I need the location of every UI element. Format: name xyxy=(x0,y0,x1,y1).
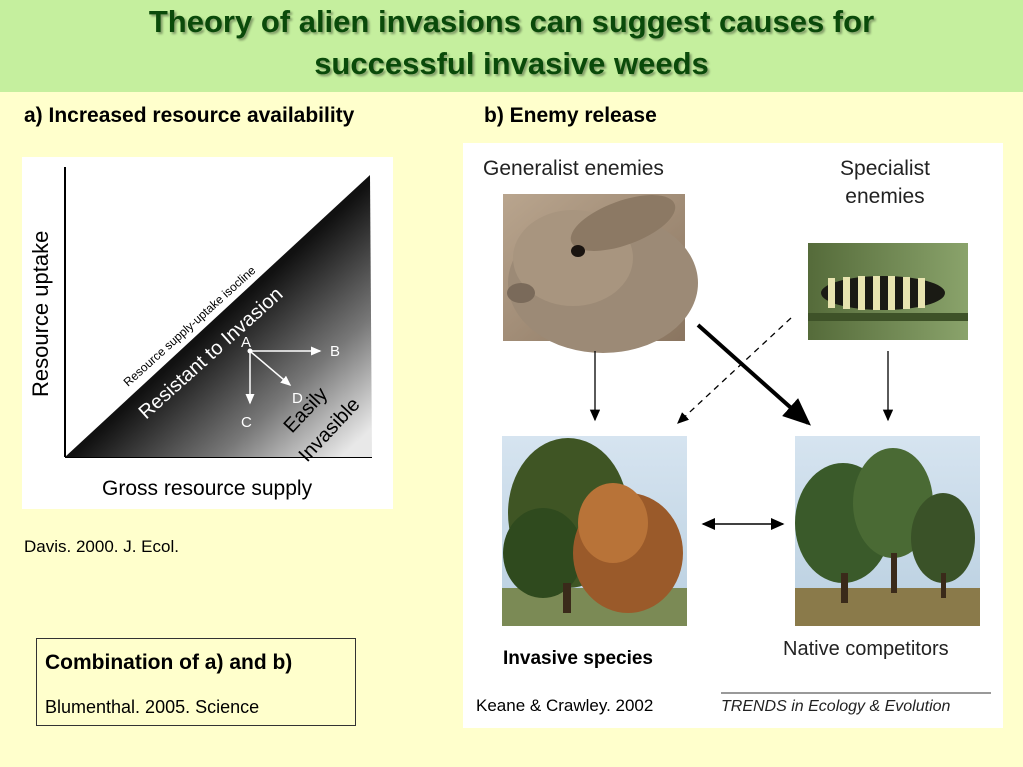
invasive-species-label: Invasive species xyxy=(503,648,653,669)
native-tree-photo xyxy=(795,436,980,626)
caterpillar-photo xyxy=(808,243,968,340)
point-a-label: A xyxy=(241,334,251,351)
x-axis-label: Gross resource supply xyxy=(102,477,313,500)
resource-availability-svg: Resource uptake Gross resource supply Re… xyxy=(28,167,372,500)
invasive-tree-photo xyxy=(502,436,687,626)
davis-citation: Davis. 2000. J. Ecol. xyxy=(24,537,179,556)
combination-box: Combination of a) and b) Blumenthal. 200… xyxy=(36,638,356,726)
enemy-release-svg: Generalist enemies Specialist enemies xyxy=(476,157,991,715)
arrow-generalist-to-native xyxy=(696,323,811,426)
point-c-label: C xyxy=(241,414,252,431)
journal-name: TRENDS in Ecology & Evolution xyxy=(721,698,951,715)
invasibility-triangle xyxy=(65,175,372,457)
enemy-release-diagram: Generalist enemies Specialist enemies xyxy=(463,143,1003,728)
native-competitors-label: Native competitors xyxy=(783,638,949,660)
blumenthal-citation: Blumenthal. 2005. Science xyxy=(45,697,260,717)
point-d-label: D xyxy=(292,390,303,407)
combination-title: Combination of a) and b) xyxy=(45,651,293,674)
arrow-specialist-to-invasive xyxy=(677,317,792,424)
panel-b-label: b) Enemy release xyxy=(484,104,657,127)
specialist-enemies-label-2: enemies xyxy=(845,185,924,208)
generalist-enemies-label: Generalist enemies xyxy=(483,157,664,180)
rabbit-photo xyxy=(503,194,698,353)
y-axis-label: Resource uptake xyxy=(28,231,53,397)
specialist-enemies-label-1: Specialist xyxy=(840,157,930,180)
panel-a-label: a) Increased resource availability xyxy=(24,104,355,127)
keane-citation: Keane & Crawley. 2002 xyxy=(476,696,653,715)
arrow-a-to-d xyxy=(250,351,292,386)
resource-availability-diagram: Resource uptake Gross resource supply Re… xyxy=(22,157,393,509)
slide-title-line-2: successful invasive weeds xyxy=(314,46,709,81)
point-b-label: B xyxy=(330,343,340,360)
title-banner: Theory of alien invasions can suggest ca… xyxy=(0,0,1023,92)
slide-title-line-1: Theory of alien invasions can suggest ca… xyxy=(148,4,875,39)
